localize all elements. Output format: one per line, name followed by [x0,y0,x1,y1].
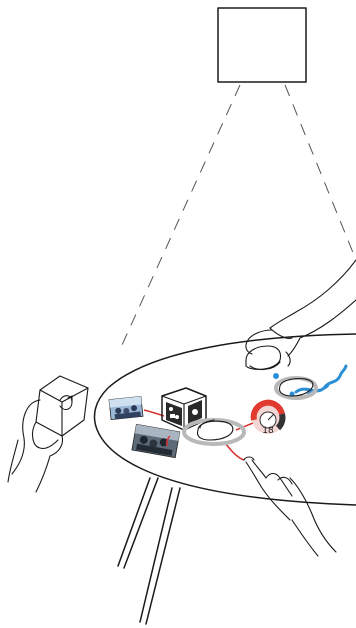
dial-value-label: 18 [262,426,274,436]
table-legs [118,478,180,624]
hand-pointing [244,457,336,556]
token-right [276,378,316,398]
token-center [184,420,244,444]
photo-card-bottom [132,424,180,457]
center-cube [162,388,206,430]
photo-card-top [109,396,143,419]
blue-dot [273,373,279,379]
projection-line-left [122,85,240,345]
arm-upper-right [246,260,356,369]
projector-box [218,8,306,82]
link-line-top [144,410,164,416]
hand-with-cube [8,376,88,492]
link-line-finger [226,444,244,460]
dial-gauge: 18 [252,402,284,436]
projection-line-right [285,85,356,260]
